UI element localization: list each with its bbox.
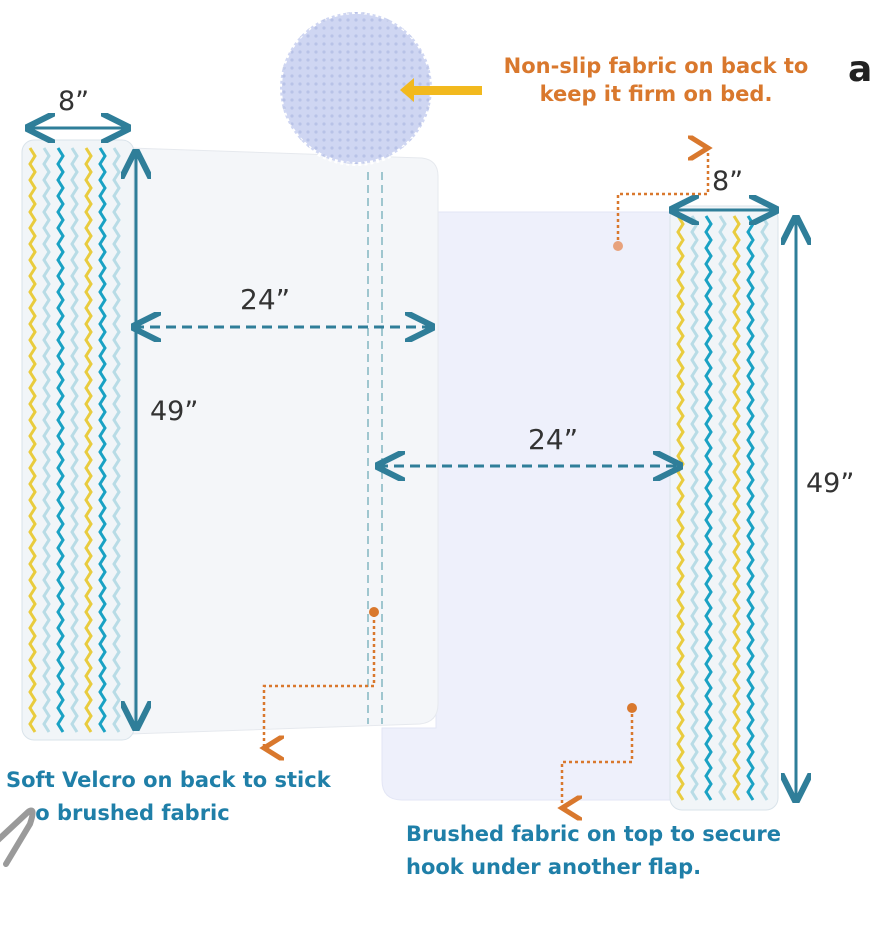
- chevron-stripe: [718, 215, 727, 801]
- left-roll-width-label: 8”: [58, 86, 90, 117]
- right-roll: [669, 205, 779, 811]
- chevron-stripe: [70, 147, 79, 733]
- chevron-stripe: [690, 215, 699, 801]
- yellow-pointer: [414, 86, 482, 95]
- chevron-stripe: [56, 147, 65, 733]
- right-sheet-width-label: 24”: [528, 423, 579, 456]
- right-sheet: [381, 211, 681, 801]
- velcro-line-1: Soft Velcro on back to stick: [6, 768, 331, 792]
- hook-icon: [0, 807, 36, 867]
- chevron-stripe: [760, 215, 769, 801]
- left-sheet: [129, 147, 439, 735]
- brushed-line-1: Brushed fabric on top to secure: [406, 822, 782, 846]
- left-sheet-width-label: 24”: [240, 283, 291, 316]
- partial-letter: a: [848, 49, 873, 90]
- chevron-stripe: [676, 215, 685, 801]
- non-slip-callout: Non-slip fabric on back to keep it firm …: [486, 52, 826, 109]
- left-roll: [21, 139, 135, 741]
- velcro-strip: [367, 172, 383, 724]
- chevron-stripe: [704, 215, 713, 801]
- brushed-line-2: hook under another flap.: [406, 854, 702, 879]
- chevron-stripe: [732, 215, 741, 801]
- right-height-label: 49”: [806, 468, 855, 499]
- velcro-callout: Soft Velcro on back to stick o brushed f…: [6, 764, 331, 829]
- chevron-stripe: [98, 147, 107, 733]
- non-slip-line-1: Non-slip fabric on back to: [503, 54, 809, 78]
- brushed-callout: Brushed fabric on top to secure hook und…: [406, 818, 781, 883]
- callout-leaders: [264, 148, 708, 808]
- dimension-arrows: [28, 128, 796, 800]
- chevron-stripe: [746, 215, 755, 801]
- non-slip-line-2: keep it firm on bed.: [539, 82, 773, 107]
- chevron-stripe: [112, 147, 121, 733]
- chevron-stripe: [84, 147, 93, 733]
- chevron-stripe: [28, 147, 37, 733]
- chevron-stripe: [42, 147, 51, 733]
- right-roll-width-label: 8”: [712, 166, 744, 197]
- velcro-line-2: o brushed fabric: [6, 800, 230, 825]
- left-height-label: 49”: [150, 396, 199, 427]
